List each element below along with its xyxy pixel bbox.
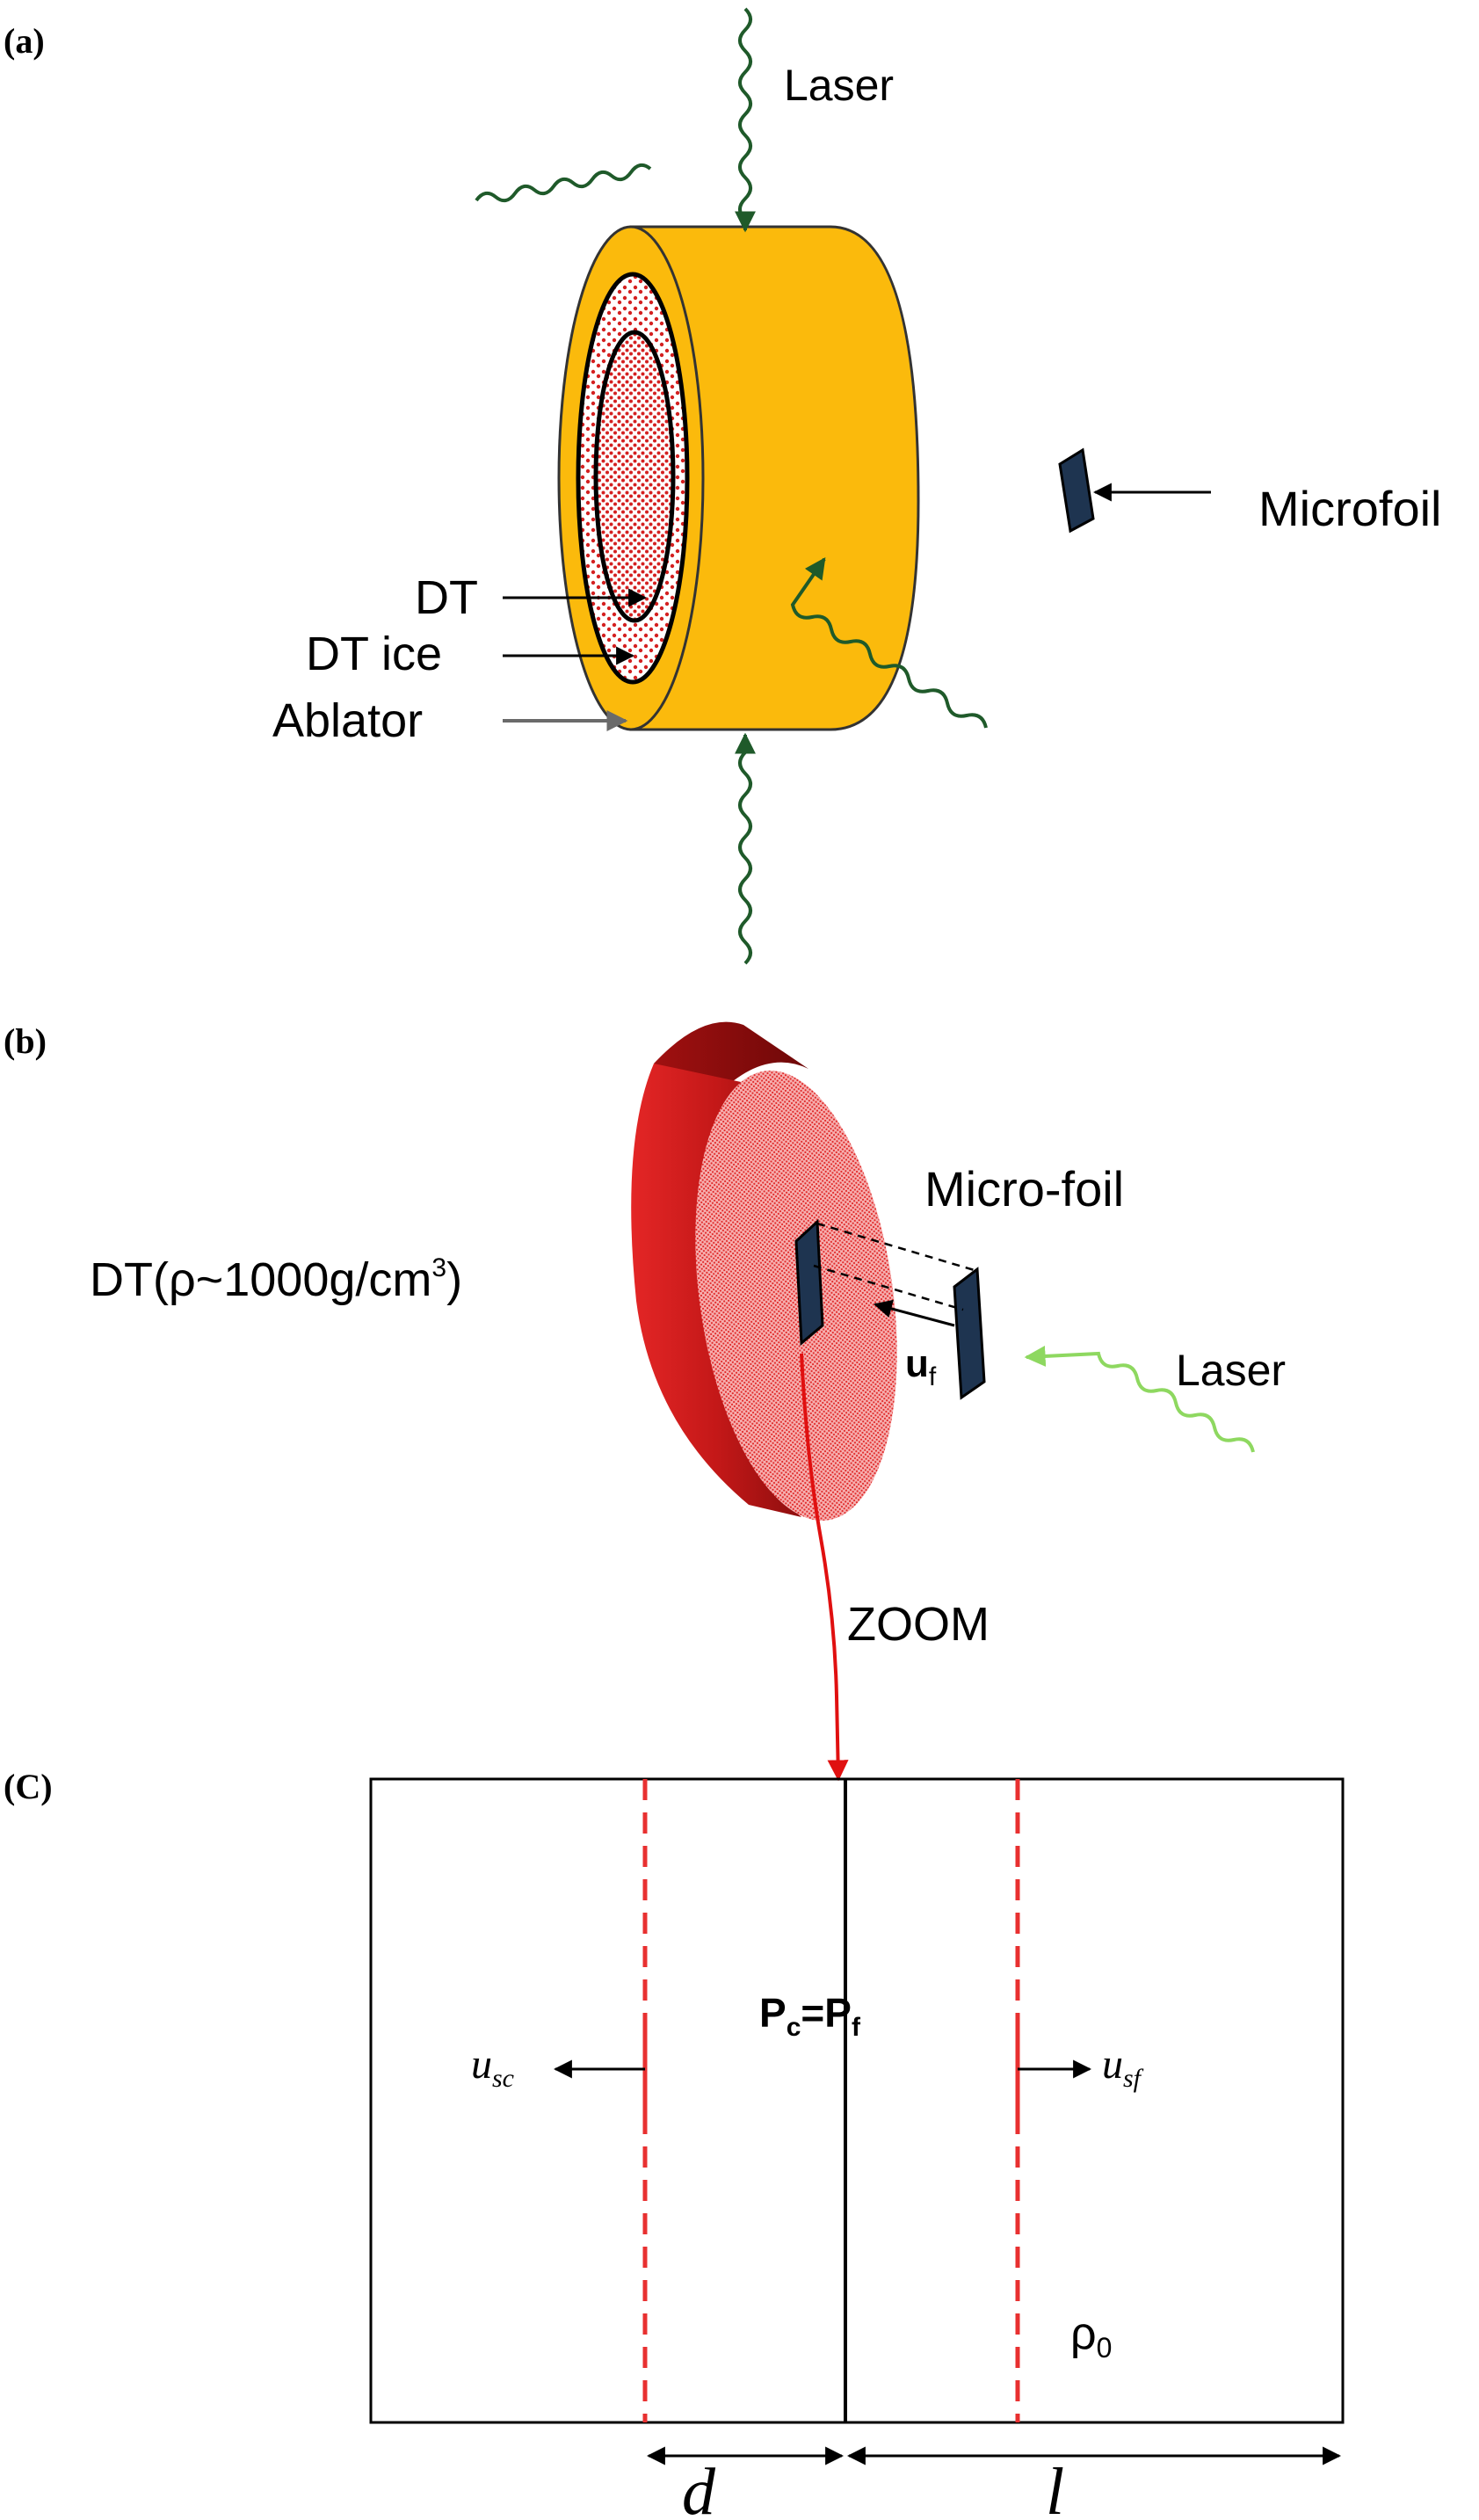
dt-disk-side <box>631 1064 801 1517</box>
uf-arrow <box>873 1299 955 1327</box>
panel-c-label: (C) <box>4 1767 53 1806</box>
laser-beams-a <box>475 7 988 965</box>
panel-a: (a) Microfoil Laser DT DT ice <box>4 7 1441 965</box>
microfoil-b-label: Micro-foil <box>924 1161 1124 1216</box>
laser-beam-bottom <box>735 732 756 965</box>
panel-b: (b) DT(ρ~1000g/cm3) uf Micro-foil Laser <box>4 1021 1286 1782</box>
usc-label: usc <box>471 2041 514 2093</box>
foil-trajectory-lines <box>813 1222 978 1311</box>
target-region-box <box>369 1777 1345 2424</box>
uf-label: uf <box>905 1342 937 1391</box>
microfoil-a: Microfoil <box>1058 447 1441 536</box>
microfoil-b-impact-plate <box>794 1218 824 1347</box>
l-label: l <box>1046 2455 1064 2520</box>
laser-beam-upper-left <box>475 163 652 203</box>
laser-beam-right <box>790 557 988 729</box>
ablator-side <box>629 225 920 731</box>
dt-density-label: DT(ρ~1000g/cm3) <box>90 1253 462 1306</box>
laser-b-label: Laser <box>1176 1346 1286 1395</box>
panel-b-label: (b) <box>4 1021 47 1061</box>
laser-a-label: Laser <box>784 61 894 110</box>
microfoil-a-label: Microfoil <box>1258 481 1441 536</box>
zoom-label: ZOOM <box>847 1598 990 1651</box>
pressure-balance-label: Pc=Pf <box>759 1990 861 2042</box>
usf-label: usf <box>1102 2041 1144 2093</box>
layer-labels: Laser DT DT ice Ablator <box>272 61 894 747</box>
dt-ice-label: DT ice <box>306 628 442 680</box>
dt-core <box>593 330 676 623</box>
ablator-label: Ablator <box>272 694 423 747</box>
microfoil-b-flying-plate <box>953 1267 986 1400</box>
zoom-arrow <box>800 1353 849 1782</box>
microfoil-b: uf Micro-foil <box>794 1161 1124 1400</box>
laser-beam-b <box>1024 1345 1255 1453</box>
microfoil-a-plate <box>1058 447 1095 534</box>
laser-beam-top <box>735 7 756 233</box>
dt-label-a: DT <box>415 571 478 624</box>
dt-disk-face <box>695 1071 897 1521</box>
compressed-dt-disk <box>631 1021 897 1521</box>
ablator-cylinder <box>557 225 920 731</box>
rho0-label: ρ0 <box>1070 2308 1112 2364</box>
panel-c: (C) Pc=Pf usc usf ρ0 d l <box>4 1767 1345 2520</box>
panel-a-label: (a) <box>4 21 45 61</box>
d-label: d <box>682 2455 716 2520</box>
